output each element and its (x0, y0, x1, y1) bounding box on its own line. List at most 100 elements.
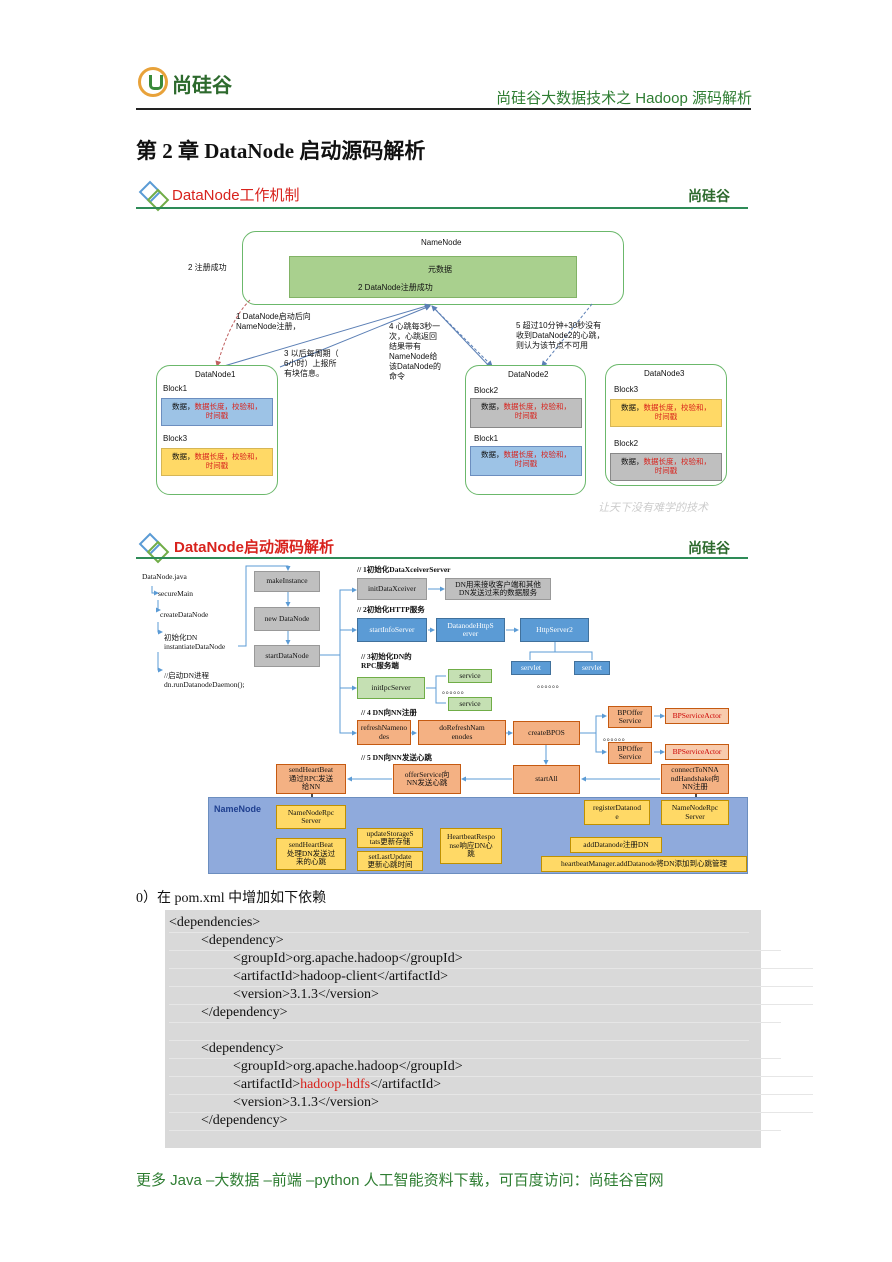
block-meta-text: 数据长度，校验和， 时间戳 (503, 402, 572, 420)
node-heartbeatresponse: HeartbeatRespo nse响应DN心 跳 (440, 828, 502, 864)
block-data-text: 数据， (172, 402, 195, 411)
datanode3-box: DataNode3 Block3 数据，数据长度，校验和， 时间戳 Block2… (605, 364, 727, 486)
datanode2-block2-name: Block1 (474, 434, 499, 443)
datanode2-block1: 数据，数据长度，校验和， 时间戳 (470, 398, 582, 428)
node-servlet1: servlet (511, 661, 551, 675)
block-meta-text: 数据长度，校验和， 时间戳 (194, 452, 263, 470)
node-startall: startAll (513, 765, 580, 794)
annotation-step4: 4 心跳每3秒一 次，心跳返回 结果带有 NameNode给 该DataNode… (389, 322, 442, 381)
datanode2-label: DataNode2 (508, 370, 549, 379)
logo-text: 尚硅谷 (172, 75, 232, 97)
node-bpoffer1: BPOffer Service (608, 706, 652, 728)
intro-text: 0）在 pom.xml 中增加如下依赖 (136, 891, 327, 906)
datanode3-label: DataNode3 (644, 369, 685, 378)
datanode1-block1: 数据，数据长度，校验和， 时间戳 (161, 398, 273, 426)
code-line: <dependency> (169, 932, 781, 951)
code-pre-text: </dependency> (201, 1113, 288, 1128)
header-right-title: 尚硅谷大数据技术之 Hadoop 源码解析 (496, 90, 752, 107)
block-data-text: 数据， (621, 457, 644, 466)
section1-divider (136, 207, 748, 209)
namenode-box: NameNode 元数据 2 DataNode注册成功 (242, 231, 624, 305)
code-line: <groupId>org.apache.hadoop</groupId> (169, 950, 813, 969)
node-initdataxceiver: initDataXceiver (357, 578, 427, 600)
code-pre-text: </dependency> (201, 1005, 288, 1020)
datanode3-block2-name: Block2 (614, 439, 639, 448)
section1-arrows (215, 299, 593, 368)
comment-1: // 1初始化DataXceiverServer (357, 565, 451, 574)
node-connecttonn: connectToNNA ndHandshake向 NN注册 (661, 764, 729, 794)
code-red-text: hadoop-hdfs (300, 1077, 371, 1092)
section1-header: DataNode工作机制 尚硅谷 (136, 180, 748, 212)
annotation-step1: 1 DataNode启动后向 NameNode注册， (236, 312, 311, 331)
code-line: </dependency> (169, 1004, 781, 1023)
code-pre-text: <groupId>org.apache.hadoop</groupId> (233, 1059, 463, 1074)
node-initipcserver: initIpcServer (357, 677, 425, 699)
code-line: <version>3.1.3</version> (169, 986, 813, 1005)
datanode1-block1-name: Block1 (163, 384, 188, 393)
node-service2: service (448, 697, 492, 711)
node-sendheartbeat: sendHeartBeat 通过RPC发送 给NN (276, 764, 346, 794)
annotation-step5: 5 超过10分钟+30秒没有 收到DataNode2的心跳， 则认为该节点不可用 (516, 321, 605, 350)
code-line: <artifactId>hadoop-client</artifactId> (169, 968, 813, 987)
block-data-text: 数据， (481, 450, 504, 459)
node-bpoffer2: BPOffer Service (608, 742, 652, 764)
node-startdatanode: startDataNode (254, 645, 320, 667)
code-line: <version>3.1.3</version> (169, 1094, 813, 1113)
code-line: <artifactId>hadoop-hdfs</artifactId> (169, 1076, 813, 1095)
footer-text: 更多 Java –大数据 –前端 –python 人工智能资料下载，可百度访问：… (136, 1172, 664, 1189)
block-data-text: 数据， (481, 402, 504, 411)
annotation-step3: 3 以后每周期（ 6小时）上报所 有块信息。 (284, 349, 339, 378)
datanode1-box: DataNode1 Block1 数据，数据长度，校验和， 时间戳 Block3… (156, 365, 278, 495)
block-meta-text: 数据长度，校验和， 时间戳 (643, 457, 712, 475)
logo-icon (138, 67, 168, 97)
section2-title: DataNode启动源码解析 (174, 539, 335, 556)
section1-title: DataNode工作机制 (172, 187, 300, 204)
datanode3-block2: 数据，数据长度，校验和， 时间戳 (610, 453, 722, 481)
code-line (169, 1022, 749, 1041)
flow-init: 初始化DN instantiateDataNode (164, 633, 226, 651)
block-meta-text: 数据长度，校验和， 时间戳 (194, 402, 263, 420)
watermark: 让天下没有难学的技术 (598, 502, 708, 514)
node-offerservice: offerService向 NN发送心跳 (393, 764, 461, 794)
section2-logo: 尚硅谷 (688, 540, 730, 556)
block-meta-text: 数据长度，校验和， 时间戳 (503, 450, 572, 468)
node-bpactor2: BPServiceActor (665, 744, 729, 760)
node-createbpos: createBPOS (513, 721, 580, 745)
section2-divider (136, 557, 748, 559)
comment-5: // 5 DN向NN发送心跳 (361, 753, 432, 762)
node-adddatanode: addDatanode注册DN (570, 837, 662, 853)
section1-logo: 尚硅谷 (688, 188, 730, 204)
flow-securemain: secureMain (158, 589, 193, 598)
header-logo: 尚硅谷 (138, 66, 248, 98)
code-line: <groupId>org.apache.hadoop</groupId> (169, 1058, 813, 1077)
dots-3: 。。。。。。 (603, 733, 630, 742)
block-data-text: 数据， (621, 403, 644, 412)
datanode1-block2: 数据，数据长度，校验和， 时间戳 (161, 448, 273, 476)
annotation-register-success: 2 注册成功 (188, 263, 227, 272)
code-pre-text: <dependency> (201, 933, 284, 948)
node-setlastupdate: setLastUpdate 更新心跳时间 (357, 851, 423, 871)
datanode1-label: DataNode1 (195, 370, 236, 379)
node-startinfoserver: startInfoServer (357, 618, 427, 642)
code-block: <dependencies><dependency><groupId>org.a… (165, 910, 813, 1148)
code-post-text: </artifactId> (370, 1077, 442, 1092)
registered-label: 2 DataNode注册成功 (358, 283, 433, 292)
node-nn-rpcserver-1: NameNodeRpc Server (276, 805, 346, 829)
code-line: <dependency> (169, 1040, 781, 1059)
code-line: <dependencies> (169, 914, 749, 933)
node-httpserver2: HttpServer2 (520, 618, 589, 642)
node-refreshnamenodes: refreshNameno des (357, 720, 411, 745)
metadata-label: 元数据 (428, 265, 452, 274)
node-nn-sendheartbeat: sendHeartBeat 处理DN发送过 来的心跳 (276, 838, 346, 870)
code-pre-text: <dependencies> (169, 915, 261, 930)
flow-java: DataNode.java (142, 572, 187, 581)
comment-2: // 2初始化HTTP服务 (357, 605, 425, 614)
dots-2: 。。。。。。 (442, 686, 469, 695)
datanode2-box: DataNode2 Block2 数据，数据长度，校验和， 时间戳 Block1… (465, 365, 586, 495)
code-line: </dependency> (169, 1112, 781, 1131)
code-pre-text: <artifactId> (233, 1077, 301, 1092)
node-new-datanode: new DataNode (254, 607, 320, 631)
node-dn-desc: DN用来接收客户端和其他 DN发送过来的数据服务 (445, 578, 551, 600)
datanode2-block2: 数据，数据长度，校验和， 时间戳 (470, 446, 582, 476)
datanode3-block1-name: Block3 (614, 385, 639, 394)
